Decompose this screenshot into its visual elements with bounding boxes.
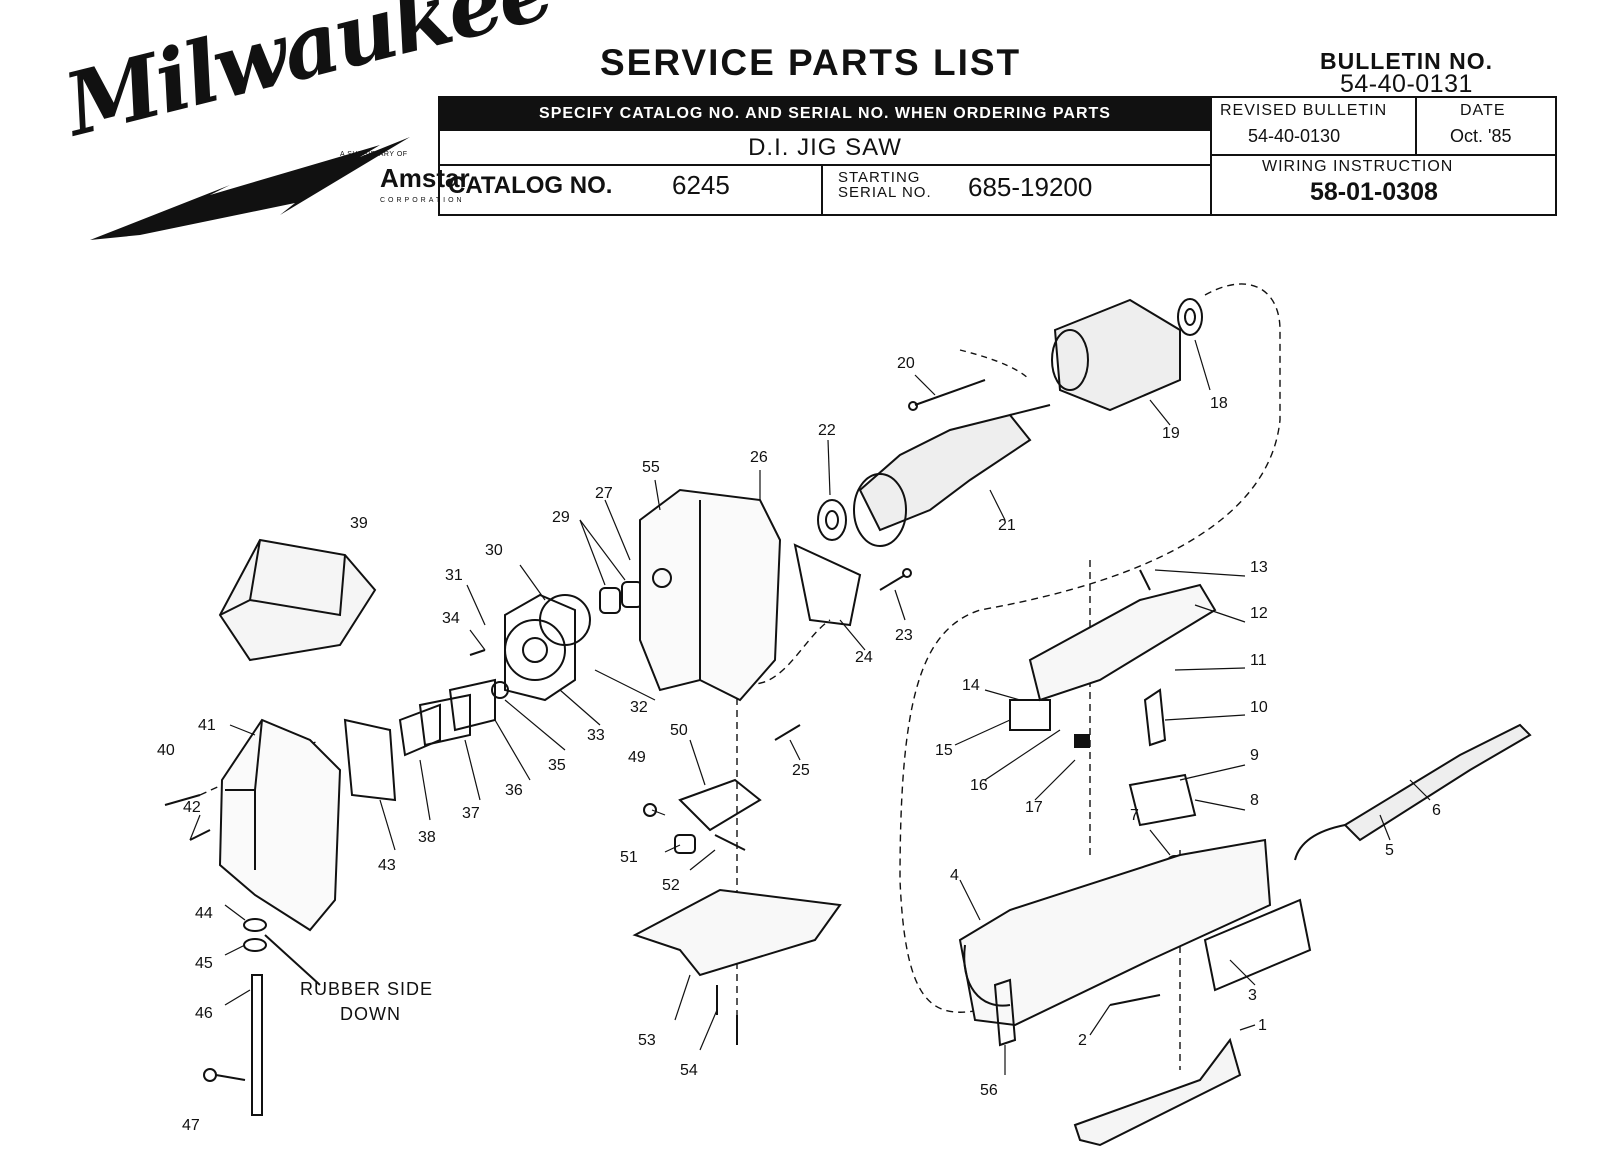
callout-5: 5 (1385, 842, 1394, 859)
subsidiary-label: A SUBSIDIARY OF (340, 151, 408, 158)
callout-45: 45 (195, 955, 213, 972)
bulletin-info-block (1210, 98, 1555, 214)
date-value: Oct. '85 (1450, 126, 1512, 146)
starting-label-line-2: SERIAL NO. (838, 184, 932, 201)
product-name: D.I. JIG SAW (440, 130, 1210, 164)
callout-16: 16 (970, 777, 988, 794)
divider (821, 164, 823, 216)
callout-14: 14 (962, 677, 980, 694)
rubber-side-note-line-2: DOWN (340, 1004, 401, 1024)
bulletin-number: 54-40-0131 (1340, 70, 1473, 98)
callout-37: 37 (462, 805, 480, 822)
callout-24: 24 (855, 649, 873, 666)
callout-18: 18 (1210, 395, 1228, 412)
header-table: SPECIFY CATALOG NO. AND SERIAL NO. WHEN … (438, 96, 1557, 216)
callout-42: 42 (183, 799, 201, 816)
divider (1210, 154, 1555, 156)
serial-number: 685-19200 (968, 172, 1093, 202)
callout-46: 46 (195, 1005, 213, 1022)
callout-49: 49 (628, 749, 646, 766)
rubber-side-note-line-1: RUBBER SIDE (300, 979, 433, 999)
callout-7: 7 (1130, 807, 1139, 824)
callout-30: 30 (485, 542, 503, 559)
wiring-instruction-label: WIRING INSTRUCTION (1262, 158, 1454, 175)
callout-38: 38 (418, 829, 436, 846)
callout-32: 32 (630, 699, 648, 716)
callout-44: 44 (195, 905, 213, 922)
wiring-instruction-number: 58-01-0308 (1310, 178, 1438, 206)
callout-20: 20 (897, 355, 915, 372)
callout-3: 3 (1248, 987, 1257, 1004)
callout-25: 25 (792, 762, 810, 779)
starting-label-line-1: STARTING (838, 169, 921, 186)
callout-26: 26 (750, 449, 768, 466)
callout-40: 40 (157, 742, 175, 759)
callout-56: 56 (980, 1082, 998, 1099)
callout-11: 11 (1250, 652, 1267, 669)
callout-51: 51 (620, 849, 638, 866)
callout-8: 8 (1250, 792, 1259, 809)
callout-12: 12 (1250, 605, 1268, 622)
callout-10: 10 (1250, 699, 1268, 716)
callout-41: 41 (198, 717, 216, 734)
callout-36: 36 (505, 782, 523, 799)
callout-52: 52 (662, 877, 680, 894)
callout-19: 19 (1162, 425, 1180, 442)
callout-21: 21 (998, 517, 1016, 534)
milwaukee-logo: Milwaukee A SUBSIDIARY OF Amstar CORPORA… (56, 0, 560, 245)
callout-17: 17 (1025, 799, 1043, 816)
revised-bulletin-number: 54-40-0130 (1248, 126, 1341, 146)
ordering-note: SPECIFY CATALOG NO. AND SERIAL NO. WHEN … (440, 98, 1210, 130)
catalog-number: 6245 (672, 170, 730, 200)
callout-labels: 1 2 3 4 5 6 7 8 9 10 11 12 13 14 15 16 1… (157, 355, 1441, 1134)
callout-31: 31 (445, 567, 463, 584)
callout-1: 1 (1258, 1017, 1267, 1034)
callout-43: 43 (378, 857, 396, 874)
callout-53: 53 (638, 1032, 656, 1049)
revised-bulletin-label: REVISED BULLETIN (1220, 102, 1388, 119)
callout-33: 33 (587, 727, 605, 744)
callout-35: 35 (548, 757, 566, 774)
callout-39: 39 (350, 515, 368, 532)
callout-22: 22 (818, 422, 836, 439)
parent-company-suffix: CORPORATION (380, 197, 465, 204)
callout-50: 50 (670, 722, 688, 739)
callout-6: 6 (1432, 802, 1441, 819)
date-label: DATE (1460, 102, 1506, 119)
callout-29: 29 (552, 509, 570, 526)
catalog-label: CATALOG NO. (448, 172, 613, 199)
callout-9: 9 (1250, 747, 1259, 764)
callout-4: 4 (950, 867, 959, 884)
lightning-bolt-graphic (90, 137, 410, 240)
callout-54: 54 (680, 1062, 698, 1079)
bulletin-label: BULLETIN NO. (1320, 48, 1493, 74)
page-title: SERVICE PARTS LIST (600, 42, 1022, 83)
callout-34: 34 (442, 610, 460, 627)
callout-47: 47 (182, 1117, 200, 1134)
callout-15: 15 (935, 742, 953, 759)
catalog-row (440, 164, 1210, 218)
starting-serial-label: STARTING SERIAL NO. (838, 170, 948, 200)
parent-company-name: Amstar (380, 163, 470, 193)
callout-23: 23 (895, 627, 913, 644)
callout-27: 27 (595, 485, 613, 502)
divider (1415, 98, 1417, 154)
callout-13: 13 (1250, 559, 1268, 576)
callout-55: 55 (642, 459, 660, 476)
callout-2: 2 (1078, 1032, 1087, 1049)
